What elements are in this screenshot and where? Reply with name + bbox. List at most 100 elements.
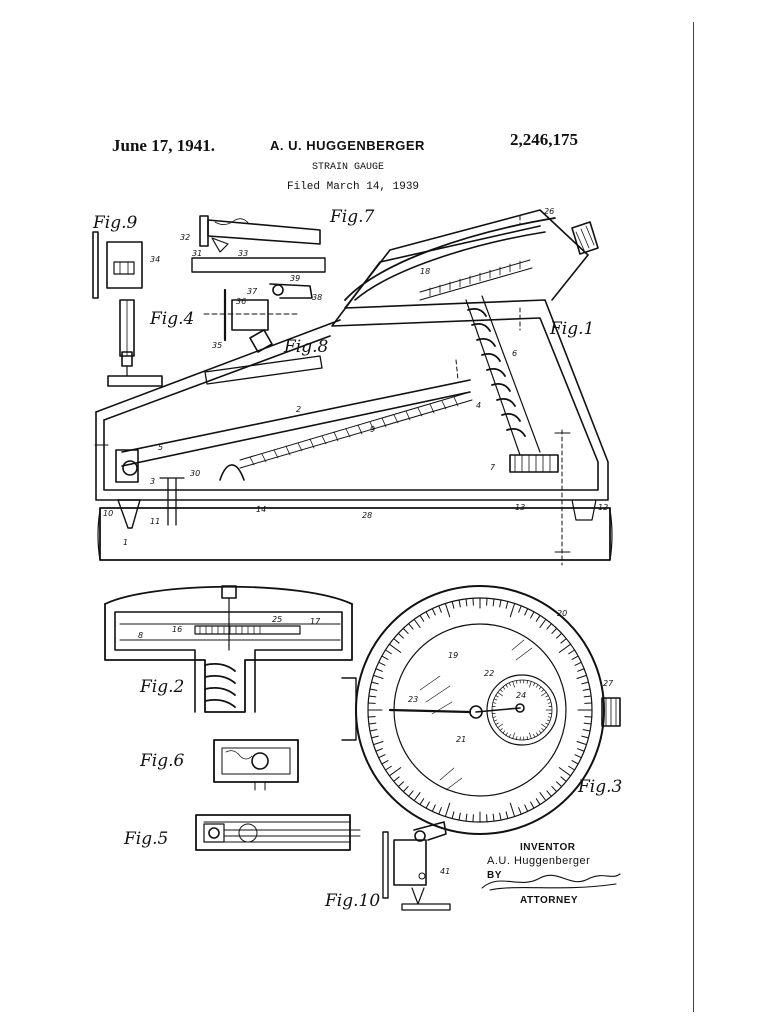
dial-tick (402, 627, 409, 634)
subdial-tick (512, 681, 515, 688)
ref-numeral: 20 (557, 609, 567, 618)
dial-tick (458, 599, 461, 608)
fig-9-label: Fig.9 (92, 213, 138, 233)
dial-tick (378, 754, 386, 759)
ref-numeral: 37 (247, 287, 258, 296)
subdial-tick (545, 722, 549, 725)
ref-numeral: 18 (420, 267, 430, 276)
dial-tick (388, 643, 402, 653)
figure-4-drawing (107, 299, 163, 387)
ref-numeral: 31 (192, 249, 202, 258)
dial-tick (556, 632, 563, 639)
page-edge-line (693, 22, 694, 1012)
dial-tick (539, 792, 547, 802)
dial-tick (530, 611, 535, 619)
dial-tick (499, 599, 502, 608)
inventor-signature-name: A.U. Huggenberger (487, 855, 591, 867)
dial-tick (413, 618, 421, 628)
ref-numeral: 34 (150, 255, 160, 264)
dial-tick (375, 668, 383, 672)
figure-10-drawing (382, 821, 451, 911)
ref-numeral: 6 (512, 349, 517, 358)
dial-tick (583, 695, 592, 698)
dial-tick (372, 741, 384, 746)
ref-numeral: 12 (598, 503, 608, 512)
dial-tick (556, 781, 563, 788)
dial-tick (384, 649, 392, 655)
subdial-tick (512, 732, 515, 739)
dial-tick (368, 722, 377, 725)
subdial-tick (541, 689, 545, 692)
ref-numeral: 35 (212, 341, 222, 350)
subdial-tick (536, 732, 539, 736)
dial-tick (539, 618, 547, 628)
dial-tick (582, 729, 591, 732)
figure-7-drawing (191, 215, 326, 273)
dial-tick (444, 802, 451, 818)
subdial-tick (508, 682, 511, 686)
dial-tick (560, 776, 567, 782)
ref-numeral: 41 (440, 867, 450, 876)
subdial-tick (497, 723, 503, 728)
dial-tick (413, 792, 421, 802)
ref-numeral: 10 (103, 509, 113, 518)
ref-numeral: 26 (544, 207, 554, 216)
dial-tick (438, 807, 442, 815)
subdial-tick (546, 698, 551, 701)
attorney-label: ATTORNEY (520, 895, 579, 906)
dial-tick (444, 602, 451, 618)
dial-tick (397, 632, 404, 639)
ref-numeral: 16 (172, 625, 182, 634)
dial-tick (369, 688, 378, 691)
dial-tick (518, 807, 522, 815)
dial-tick (576, 674, 588, 679)
dial-tick (505, 811, 509, 819)
dial-tick (381, 655, 389, 660)
subdial-tick (541, 723, 547, 728)
ref-numeral: 28 (362, 511, 372, 520)
subdial-tick (541, 728, 545, 731)
dial-tick (402, 786, 409, 793)
ref-numeral: 23 (408, 695, 418, 704)
ref-numeral: 25 (272, 615, 282, 624)
dial-tick (369, 729, 378, 732)
subdial-tick (495, 695, 499, 698)
ref-numeral: 32 (180, 233, 190, 242)
ref-numeral: 4 (476, 401, 481, 410)
dial-tick (458, 812, 461, 821)
dial-tick (419, 614, 425, 622)
ref-numeral: 24 (516, 691, 526, 700)
ref-numeral: 22 (484, 669, 494, 678)
dial-tick (509, 802, 516, 818)
ref-numeral: 5 (158, 443, 163, 452)
dial-tick (371, 735, 379, 739)
dial-tick (546, 790, 552, 797)
fig-2-label: Fig.2 (139, 677, 184, 697)
patent-date: June 17, 1941. (112, 136, 215, 155)
subdial-tick (505, 684, 508, 688)
reference-numerals: 1 2 3 4 5 6 7 8 9 10 11 12 13 14 16 17 1… (103, 207, 614, 876)
fig-6-label: Fig.6 (139, 751, 185, 771)
subdial-tick (495, 722, 499, 725)
ref-numeral: 19 (448, 651, 458, 660)
subdial-tick (492, 716, 497, 718)
figure-3-drawing (341, 585, 621, 835)
dial-tick (425, 801, 430, 809)
subdial-tick (493, 698, 498, 701)
by-label: BY (487, 870, 502, 881)
inventor-label: INVENTOR (520, 842, 576, 853)
figure-1-drawing (94, 209, 613, 566)
dial-tick (551, 627, 558, 634)
ref-numeral: 33 (238, 249, 248, 258)
figure-5-drawing (195, 814, 361, 851)
subdial-tick (526, 680, 528, 684)
dial-tick (509, 602, 516, 618)
attorney-signature (481, 873, 621, 891)
dial-tick (530, 801, 535, 809)
subdial-tick (505, 732, 508, 736)
subdial-tick (538, 730, 542, 734)
dial-tick (581, 735, 589, 739)
dial-tick (451, 811, 455, 819)
